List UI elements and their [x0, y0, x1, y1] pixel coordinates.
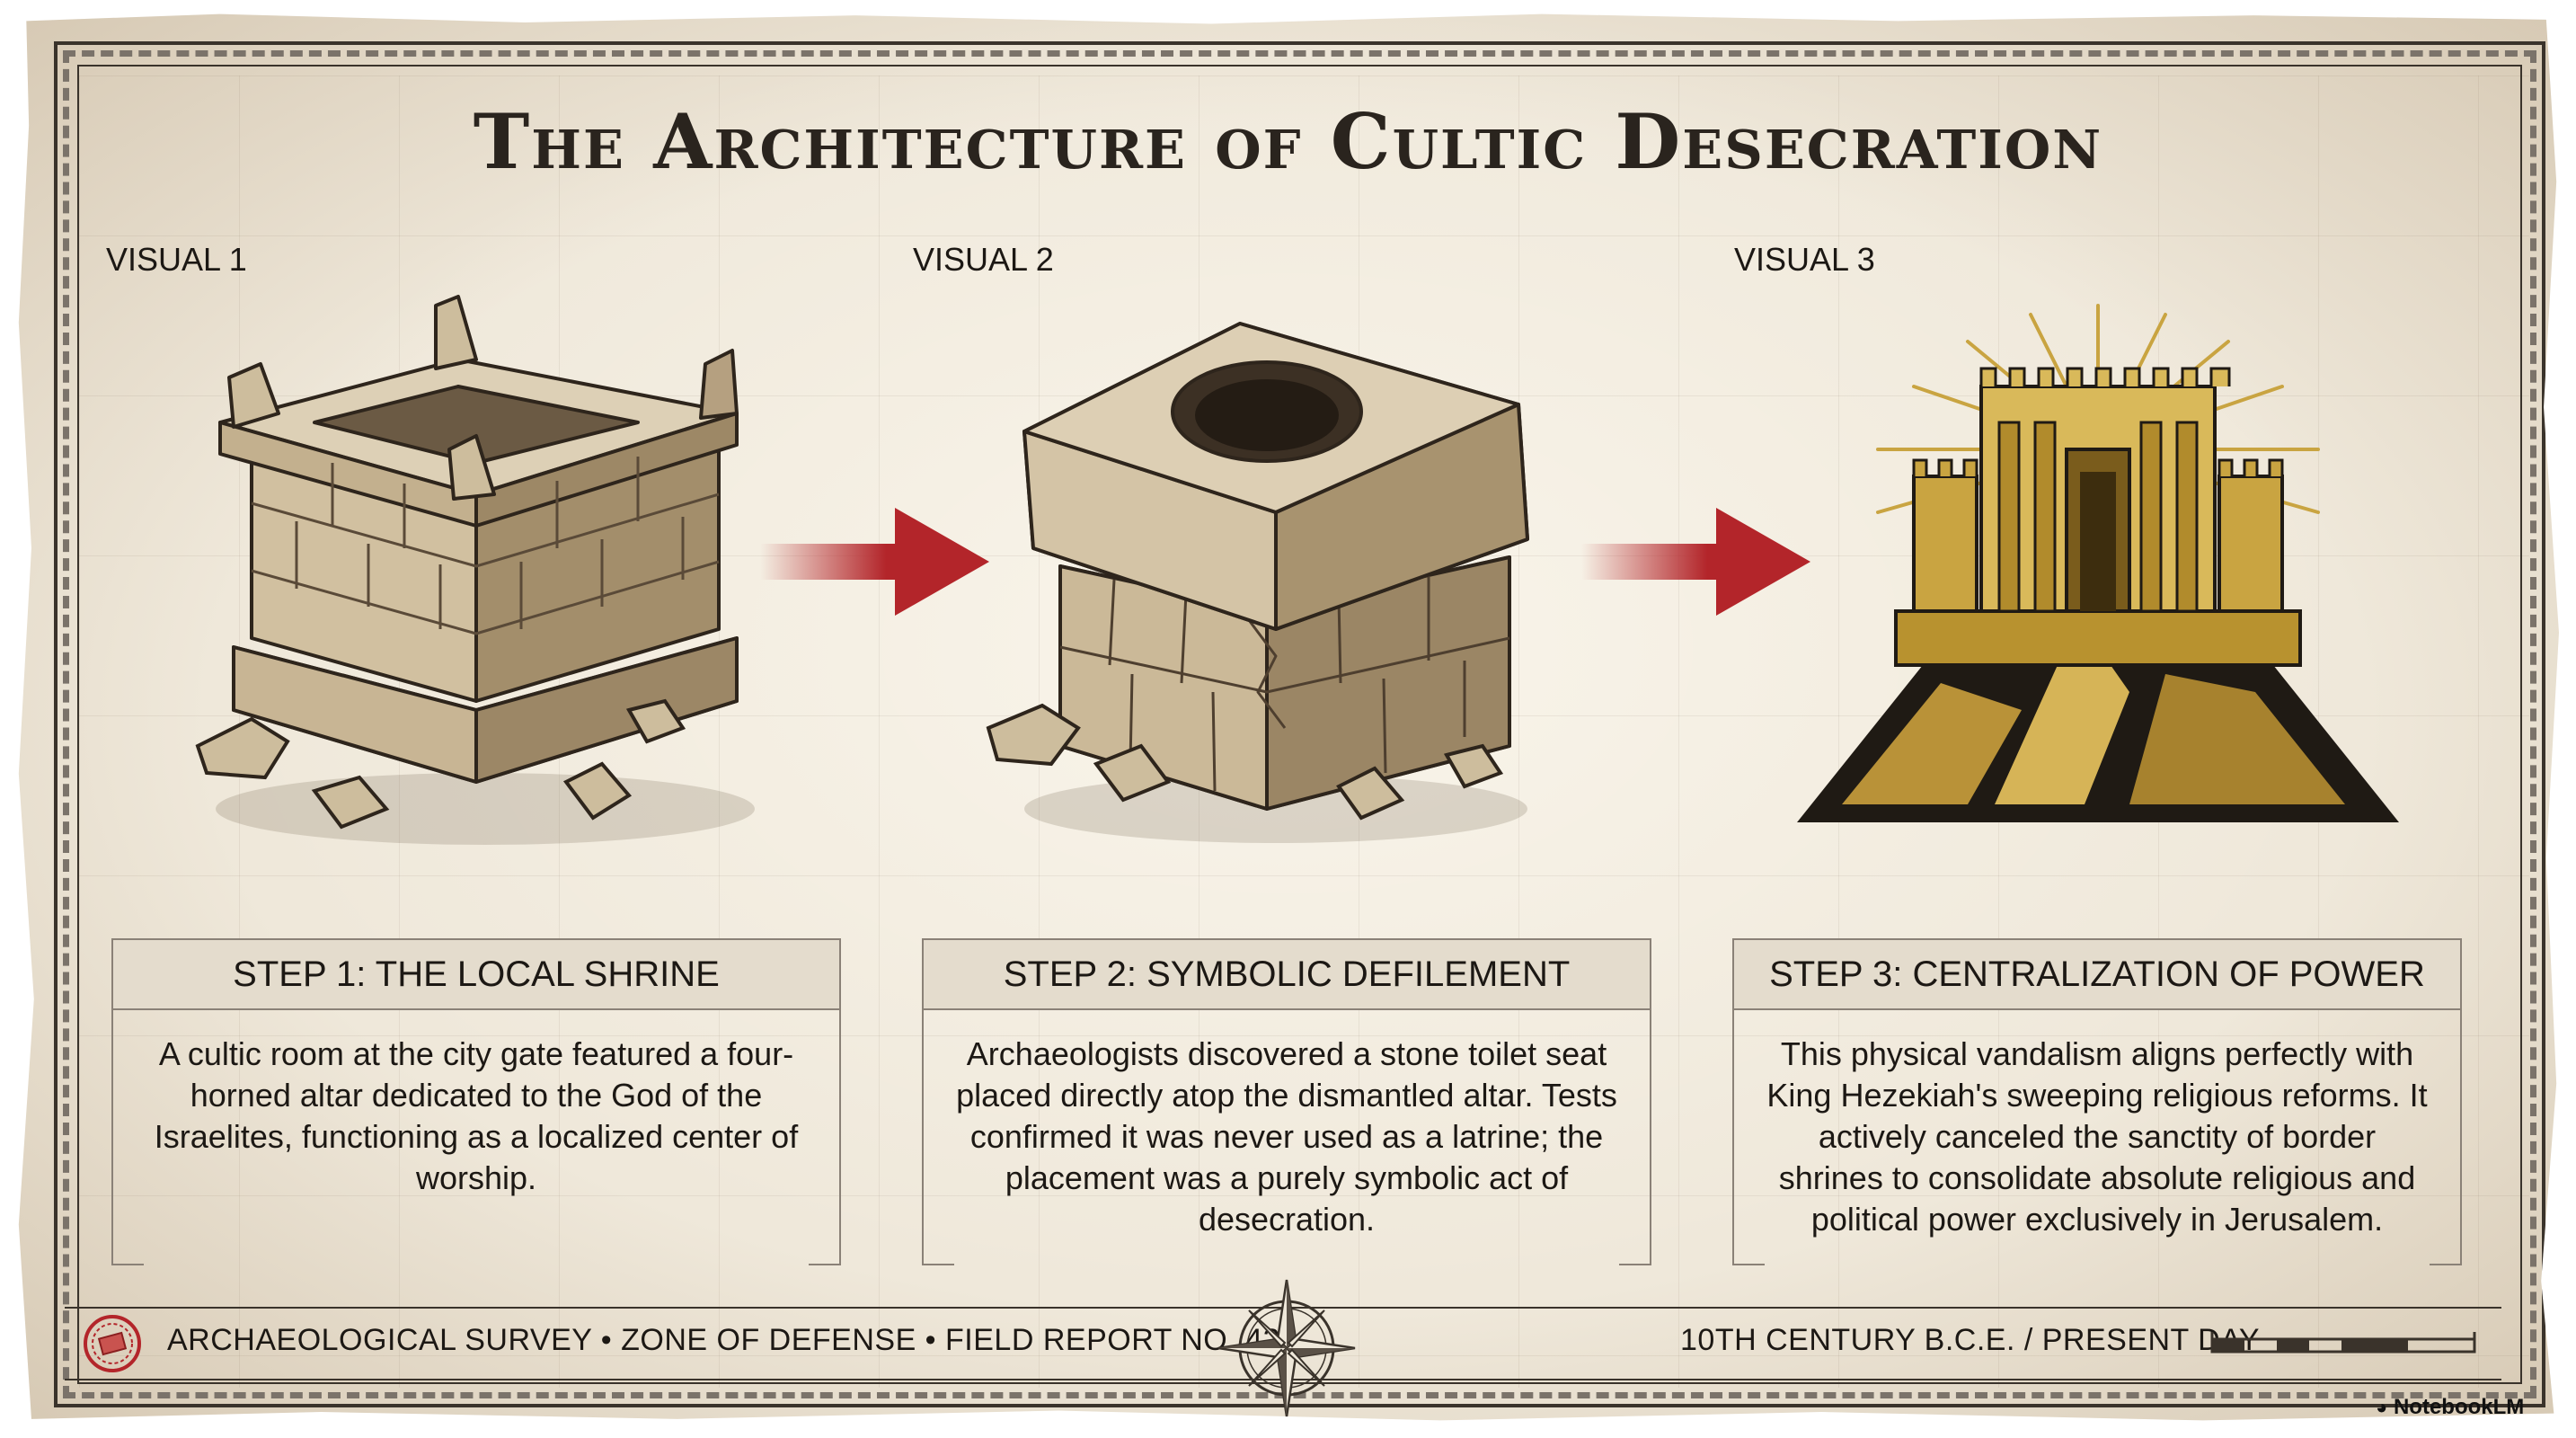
desecrated-altar-icon: [986, 322, 1529, 843]
dashed-frame: [63, 50, 2536, 1398]
step-2-body: Archaeologists discovered a stone toilet…: [922, 1010, 1651, 1265]
arrow-right-icon: [1581, 508, 1810, 616]
step-1-card: STEP 1: THE LOCAL SHRINE A cultic room a…: [111, 938, 841, 1265]
footer-date-range: 10TH CENTURY B.C.E. / PRESENT DAY: [1680, 1323, 2261, 1357]
arrow-right-icon: [760, 508, 989, 616]
step-3-heading: STEP 3: CENTRALIZATION OF POWER: [1732, 938, 2462, 1010]
step-3-text: This physical vandalism aligns perfectly…: [1766, 1035, 2428, 1238]
step-1-text: A cultic room at the city gate featured …: [154, 1035, 799, 1196]
step-2-heading: STEP 2: SYMBOLIC DEFILEMENT: [922, 938, 1651, 1010]
footer-survey-info: ARCHAEOLOGICAL SURVEY • ZONE OF DEFENSE …: [167, 1323, 1280, 1357]
compass-rose-icon: [1217, 1279, 1356, 1417]
scale-bar-icon: [2210, 1332, 2476, 1354]
visual-3-label: VISUAL 3: [1734, 241, 1875, 278]
visual-1-label: VISUAL 1: [106, 241, 247, 278]
four-horned-altar-icon: [195, 295, 755, 845]
temple-on-mountain-icon: [1797, 304, 2399, 822]
outer-frame: [54, 41, 2545, 1407]
notebooklm-logo-icon: ◕: [2376, 1396, 2388, 1418]
step-1-body: A cultic room at the city gate featured …: [111, 1010, 841, 1265]
step-1-heading: STEP 1: THE LOCAL SHRINE: [111, 938, 841, 1010]
page-title: The Architecture of Cultic Desecration: [473, 97, 2103, 186]
inner-frame: [77, 65, 2522, 1384]
step-2-card: STEP 2: SYMBOLIC DEFILEMENT Archaeologis…: [922, 938, 1651, 1265]
notebooklm-brand: ◕ NotebookLM: [2376, 1395, 2524, 1420]
step-2-text: Archaeologists discovered a stone toilet…: [956, 1035, 1617, 1238]
brand-label: NotebookLM: [2393, 1395, 2525, 1419]
survey-stamp-icon: [84, 1315, 141, 1372]
step-3-body: This physical vandalism aligns perfectly…: [1732, 1010, 2462, 1265]
visual-2-label: VISUAL 2: [913, 241, 1054, 278]
step-3-card: STEP 3: CENTRALIZATION OF POWER This phy…: [1732, 938, 2462, 1265]
